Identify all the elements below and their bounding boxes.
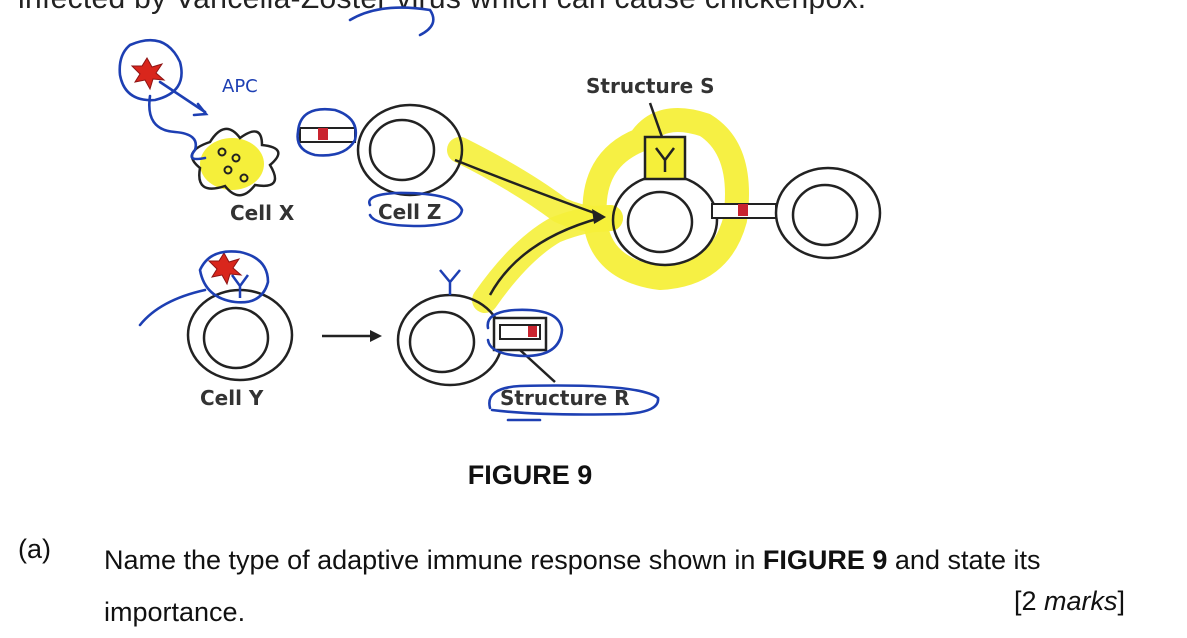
arrowhead-s xyxy=(592,209,606,224)
antibody-icon-s xyxy=(655,147,675,172)
arrow-y2-to-s xyxy=(488,216,601,296)
virus-star-icon-top xyxy=(130,57,166,91)
label-cell-y: Cell Y xyxy=(200,386,264,410)
cut-off-previous-line: infected by Varicella-Zoster virus which… xyxy=(18,0,866,16)
label-apc-handwritten: APC xyxy=(222,76,258,97)
figure-title: FIGURE 9 xyxy=(467,460,593,490)
question-text-bold: FIGURE 9 xyxy=(762,545,888,575)
arrow-z-to-s xyxy=(454,158,601,217)
cell-x-highlight xyxy=(200,138,264,190)
structure-s-pointer xyxy=(648,102,664,138)
question-text-part1: Name the type of adaptive immune respons… xyxy=(104,545,763,575)
yellow-highlights xyxy=(447,108,749,313)
antibody-icon-y2 xyxy=(439,269,461,295)
virus-star-icon-y xyxy=(207,252,243,286)
cell-y2 xyxy=(396,293,504,387)
right-cell xyxy=(774,166,882,260)
label-structure-s: Structure S xyxy=(586,74,715,98)
figure-9-diagram: Structure S Cell X Cell Z Cell Y Structu… xyxy=(118,6,882,422)
structure-r-box xyxy=(492,316,548,352)
label-structure-r: Structure R xyxy=(500,386,630,410)
label-cell-x: Cell X xyxy=(230,201,295,225)
question-number: (a) xyxy=(18,534,51,564)
marks-allocation: [2 marks] xyxy=(1013,586,1125,616)
cell-x-shape xyxy=(190,127,280,197)
label-cell-z: Cell Z xyxy=(378,200,441,224)
structure-s-cell xyxy=(611,173,719,267)
antibody-icon-y xyxy=(230,274,250,298)
cell-z xyxy=(356,103,464,197)
question-text-part2: and state its importance. xyxy=(104,545,1041,627)
question-text: Name the type of adaptive immune respons… xyxy=(104,534,1144,638)
handwritten-annotations xyxy=(118,6,660,422)
